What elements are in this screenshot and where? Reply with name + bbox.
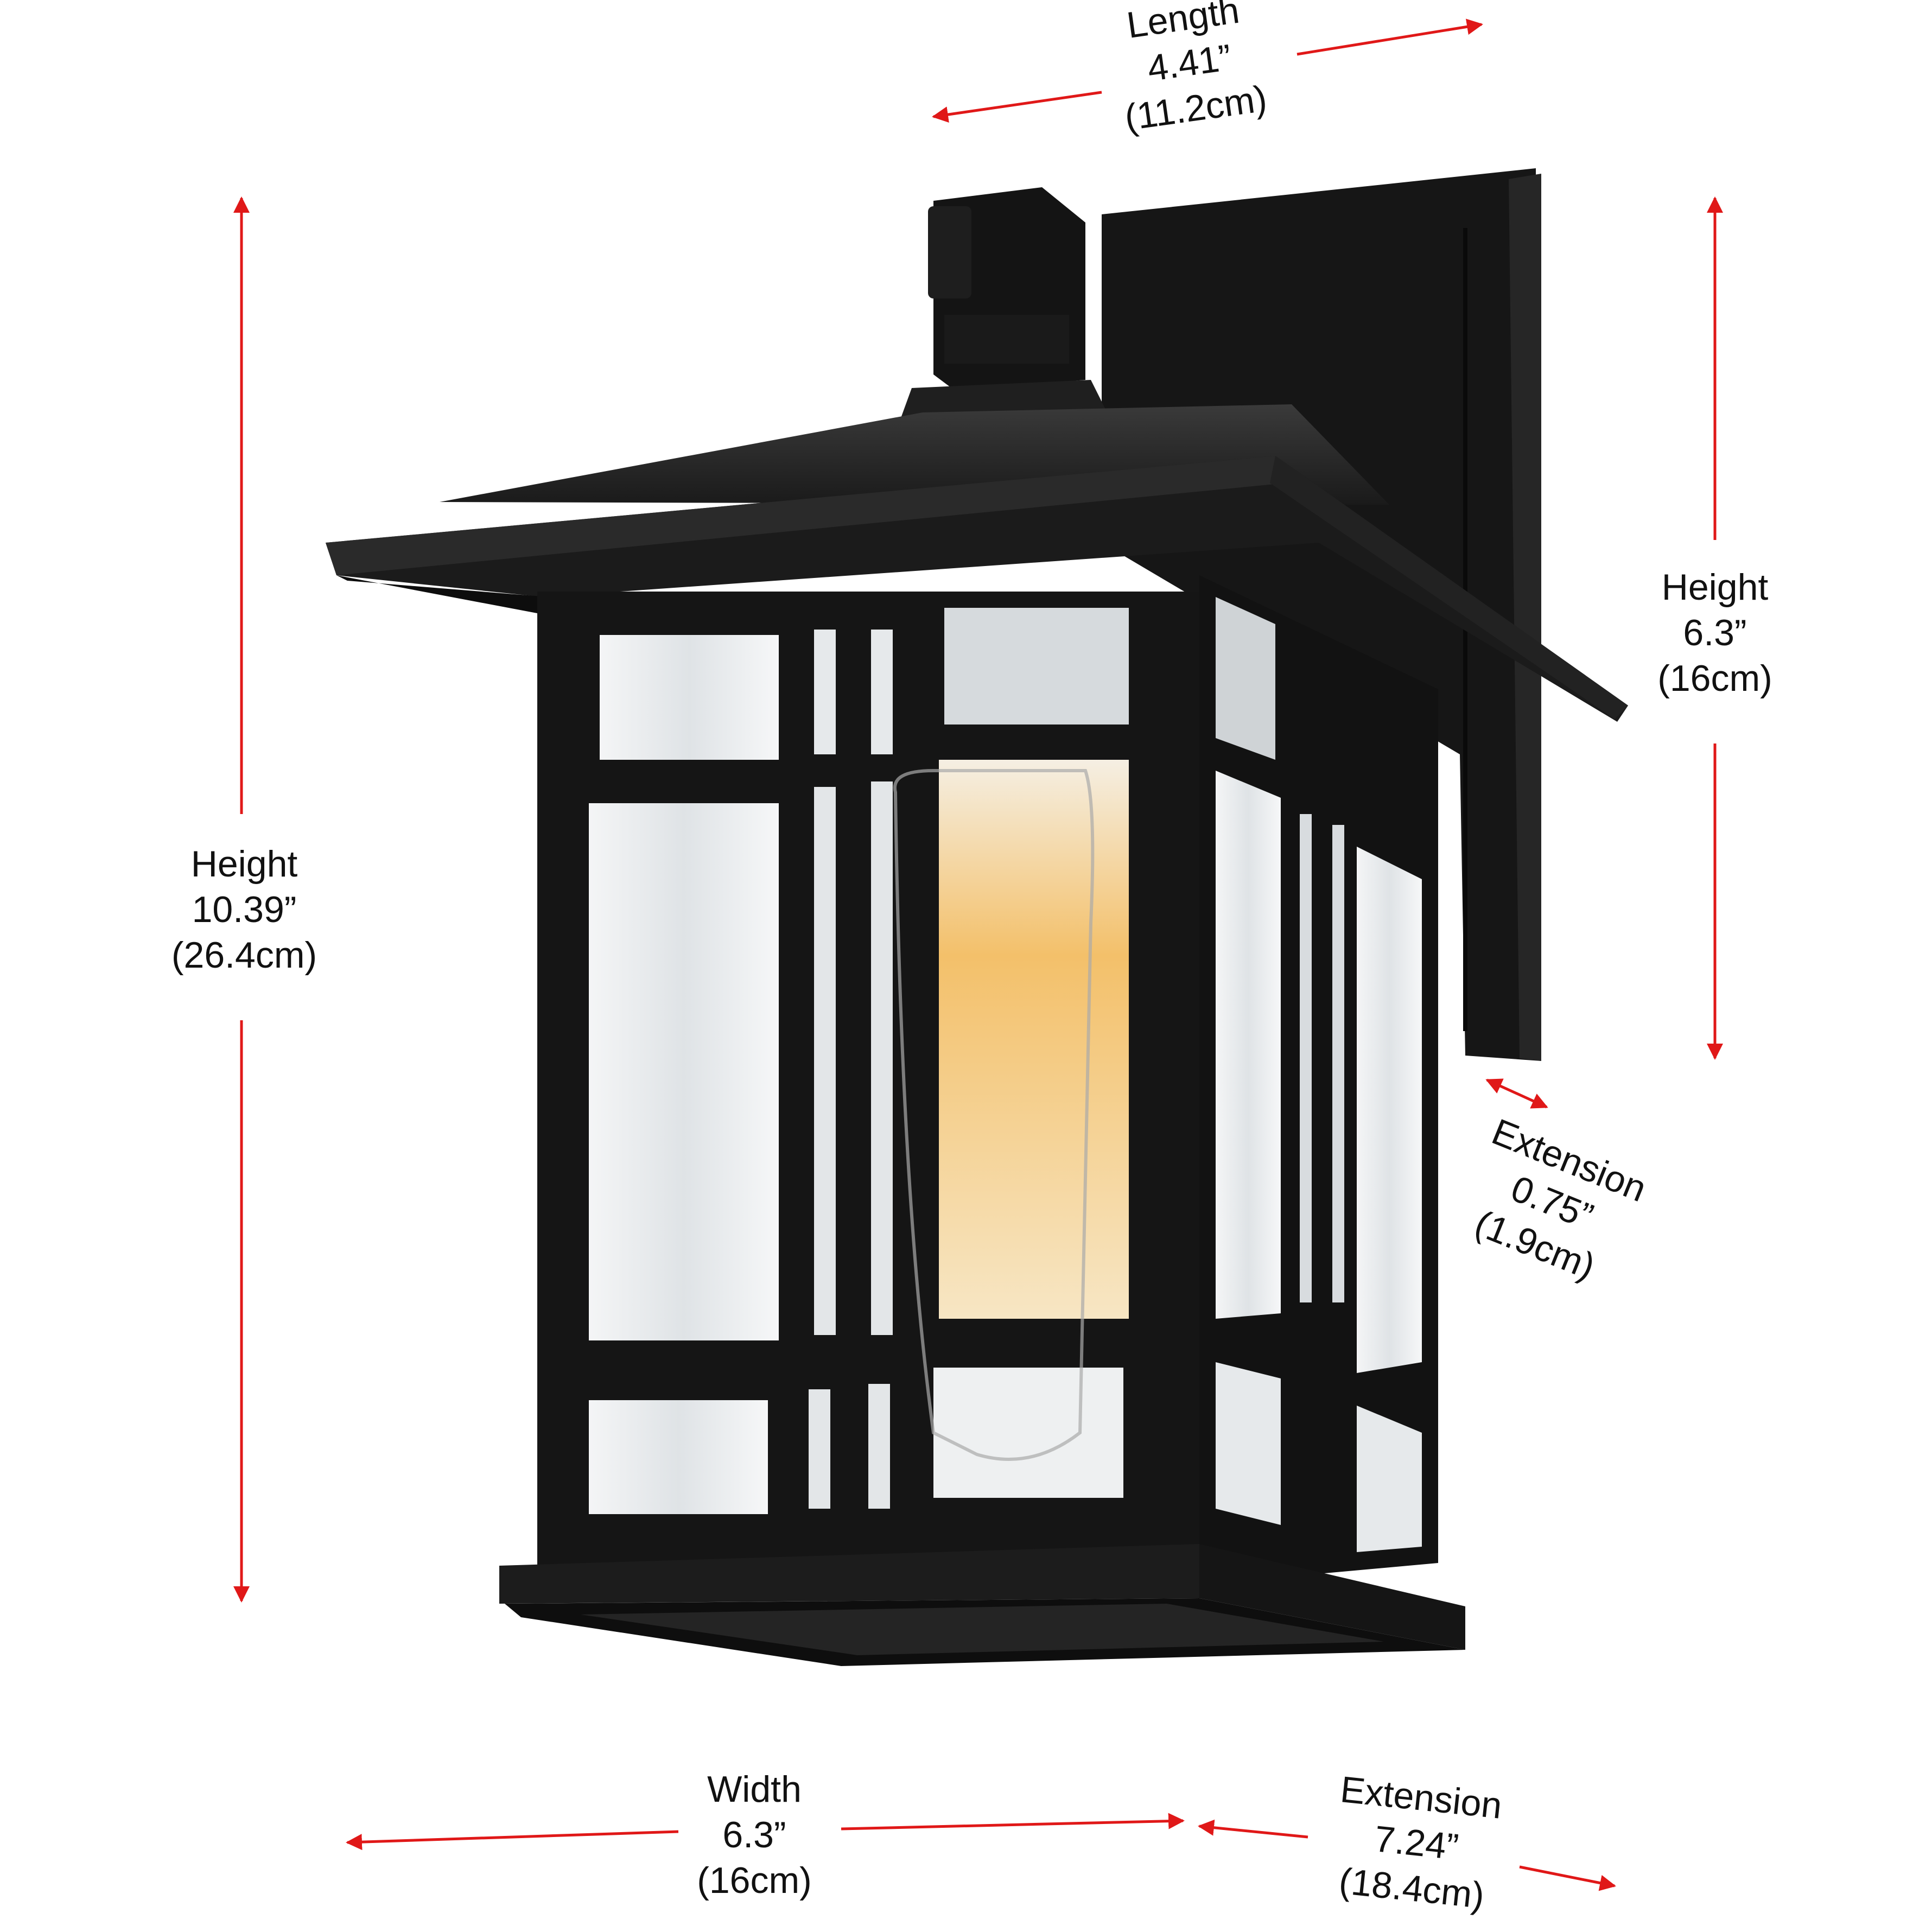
extension-backplate-arrow: [1485, 1078, 1548, 1109]
width-dimension-label: Width 6.3” (16cm): [673, 1766, 836, 1903]
extension-overall-arrow-right: [1519, 1865, 1616, 1891]
width-arrow-left: [346, 1830, 679, 1851]
extension-overall-arrow-left: [1198, 1819, 1308, 1839]
lantern-base: [499, 1544, 1465, 1666]
width-cm: (16cm): [697, 1860, 812, 1901]
length-dimension-label: Length 4.41” (11.2cm): [1109, 0, 1270, 141]
dimension-arrows: [233, 18, 1723, 1891]
width-arrow-right: [841, 1813, 1185, 1831]
length-arrow-left: [932, 91, 1102, 123]
height-overall-inches: 10.39”: [192, 889, 297, 930]
lantern-front-face: [537, 592, 1199, 1579]
wall-backplate: [1102, 168, 1541, 1061]
length-arrow-right: [1297, 18, 1483, 56]
height-backplate-label: Height: [1661, 567, 1769, 608]
height-overall-dimension-label: Height 10.39” (26.4cm): [157, 841, 331, 978]
width-inches: 6.3”: [722, 1814, 786, 1855]
height-overall-cm: (26.4cm): [171, 935, 317, 976]
lantern-side-face: [1199, 575, 1438, 1585]
height-backplate-cm: (16cm): [1657, 658, 1772, 699]
width-label: Width: [707, 1769, 802, 1810]
top-finial: [901, 187, 1107, 418]
extension-overall-dimension-label: Extension 7.24” (18.4cm): [1307, 1764, 1526, 1922]
height-backplate-dimension-label: Height 6.3” (16cm): [1639, 564, 1791, 701]
lantern-roof: [326, 404, 1628, 722]
height-backplate-inches: 6.3”: [1683, 612, 1747, 653]
height-overall-label: Height: [190, 843, 298, 885]
